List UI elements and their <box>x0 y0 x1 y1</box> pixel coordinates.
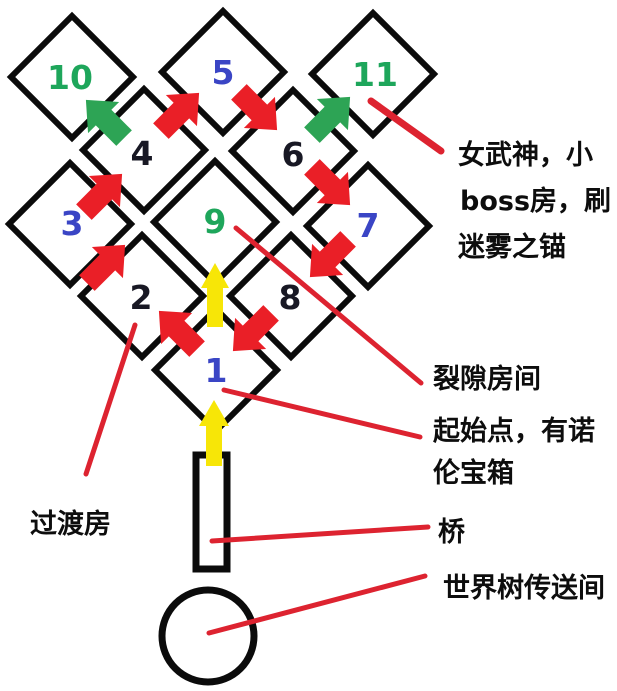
arrow-bridge-to-1 <box>199 400 229 466</box>
arrow-1-to-2 <box>158 310 205 357</box>
arrow-2-to-3 <box>79 244 126 291</box>
pointer-line-world-tree <box>206 573 428 636</box>
room-3-number: 3 <box>61 204 84 243</box>
label-boss-room-line3: 迷雾之锚 <box>458 231 566 263</box>
label-world-tree: 世界树传送间 <box>443 573 605 604</box>
room-6-number: 6 <box>282 135 305 174</box>
pointer-line-start-point <box>221 387 423 440</box>
label-start-point-line1: 起始点，有诺 <box>433 415 595 447</box>
pointer-line-bridge <box>209 524 431 544</box>
label-transition-room: 过渡房 <box>30 508 111 540</box>
room-1-number: 1 <box>205 351 228 390</box>
room-8-number: 8 <box>279 278 302 317</box>
pointer-line-boss-room <box>367 97 445 155</box>
room-4-number: 4 <box>131 134 154 173</box>
room-7-number: 7 <box>357 206 380 245</box>
pointer-line-rift-room <box>233 225 424 386</box>
room-11-number: 11 <box>352 55 398 94</box>
pointer-line-transition-room <box>83 322 138 477</box>
arrow-6-to-11 <box>304 96 351 143</box>
bridge-shape <box>192 451 231 573</box>
label-boss-room-line2: boss房，刷 <box>460 186 611 217</box>
arrow-4-to-10 <box>85 99 132 146</box>
room-9-number: 9 <box>204 202 227 241</box>
room-5-number: 5 <box>212 53 235 92</box>
label-bridge: 桥 <box>438 517 465 548</box>
arrow-7-to-8 <box>309 231 356 278</box>
arrow-4-to-5 <box>153 92 200 139</box>
arrow-8-to-1 <box>232 305 279 352</box>
teleport-circle-shape <box>158 586 258 686</box>
room-2-number: 2 <box>130 278 153 317</box>
arrow-1-to-9 <box>201 263 229 327</box>
label-boss-room-line1: 女武神，小 <box>458 139 593 171</box>
room-10-number: 10 <box>47 58 93 97</box>
arrow-3-to-4 <box>76 173 123 220</box>
arrow-5-to-6 <box>231 84 278 131</box>
label-rift-room: 裂隙房间 <box>433 364 541 395</box>
arrow-6-to-7 <box>304 159 351 206</box>
label-start-point-line2: 伦宝箱 <box>433 457 514 489</box>
